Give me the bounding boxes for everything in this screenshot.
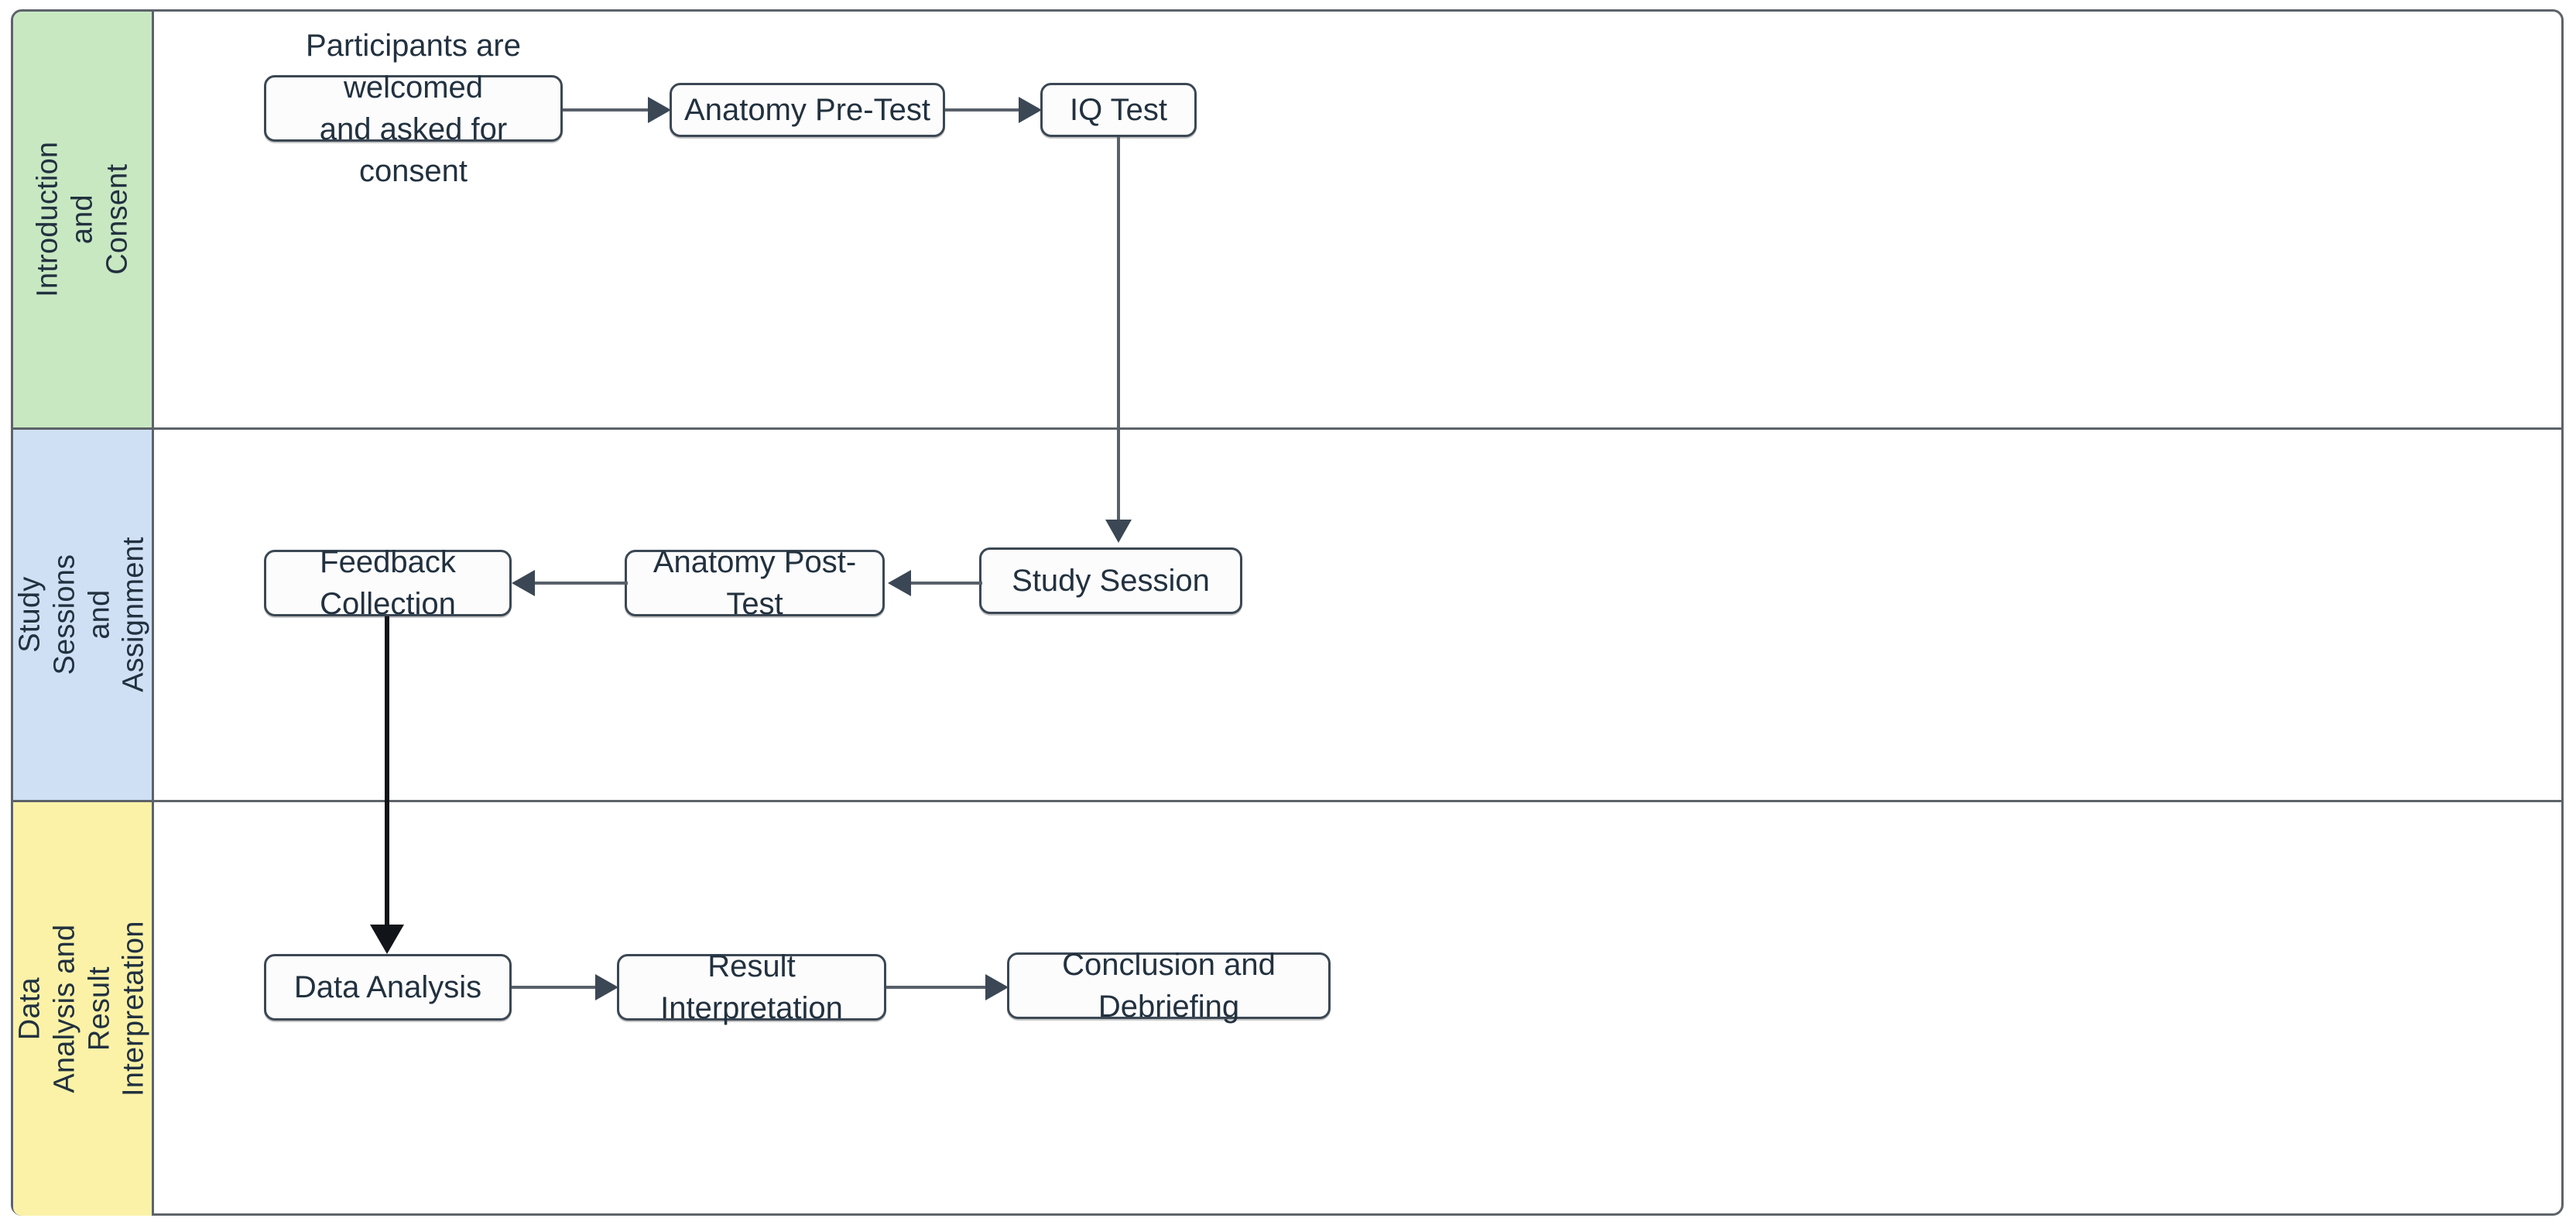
- node-anatomy-post-test[interactable]: Anatomy Post-Test: [625, 545, 885, 621]
- lane-introduction-and-consent: Introduction and Consent Participants ar…: [13, 12, 2561, 430]
- edge-line-interpretation-to-conclusion: [886, 986, 993, 989]
- lane-header-study-sessions-and-assignment: Study Sessions and Assignment: [13, 430, 154, 800]
- edge-line-iqtest-to-studysession-upper: [1117, 137, 1120, 430]
- lane-body-study-sessions-and-assignment: Feedback Collection Anatomy Post-Test St…: [154, 430, 2561, 802]
- lane-label-data-analysis-and-result-interpretation: Data Analysis and Result Interpretation: [13, 921, 151, 1097]
- node-study-session[interactable]: Study Session: [979, 547, 1242, 614]
- edge-line-feedback-to-analysis-lower: [385, 802, 389, 925]
- edge-line-studysession-to-posttest: [908, 582, 982, 585]
- edge-arrowhead-pretest-to-iqtest: [1019, 97, 1042, 123]
- node-result-interpretation[interactable]: Result Interpretation: [617, 949, 886, 1025]
- edge-line-analysis-to-interpretation: [512, 986, 603, 989]
- lane-header-introduction-and-consent: Introduction and Consent: [13, 12, 154, 427]
- node-iq-test[interactable]: IQ Test: [1040, 83, 1197, 137]
- lane-header-data-analysis-and-result-interpretation: Data Analysis and Result Interpretation: [13, 802, 154, 1216]
- node-conclusion-and-debriefing[interactable]: Conclusion and Debriefing: [1007, 948, 1331, 1024]
- lane-label-study-sessions-and-assignment: Study Sessions and Assignment: [13, 537, 151, 693]
- edge-line-welcome-to-pretest: [563, 108, 659, 112]
- edge-line-pretest-to-iqtest: [945, 108, 1030, 112]
- node-welcome-consent[interactable]: Participants are welcomed and asked for …: [264, 29, 563, 188]
- edge-line-feedback-to-analysis-upper: [385, 616, 389, 802]
- node-data-analysis[interactable]: Data Analysis: [264, 954, 512, 1021]
- edge-arrowhead-studysession-to-posttest: [888, 570, 911, 596]
- lane-data-analysis-and-result-interpretation: Data Analysis and Result Interpretation …: [13, 802, 2561, 1216]
- lane-body-introduction-and-consent: Participants are welcomed and asked for …: [154, 12, 2561, 430]
- lane-body-data-analysis-and-result-interpretation: Data Analysis Result Interpretation Conc…: [154, 802, 2561, 1216]
- edge-line-posttest-to-feedback: [533, 582, 628, 585]
- edge-arrowhead-iqtest-to-studysession: [1105, 520, 1132, 543]
- swimlane-pool: Introduction and Consent Participants ar…: [11, 9, 2564, 1216]
- edge-arrowhead-analysis-to-interpretation: [595, 974, 618, 1000]
- edge-arrowhead-welcome-to-pretest: [648, 97, 671, 123]
- lane-label-introduction-and-consent: Introduction and Consent: [31, 142, 133, 297]
- edge-arrowhead-posttest-to-feedback: [512, 570, 535, 596]
- edge-arrowhead-feedback-to-analysis: [370, 925, 404, 954]
- node-feedback-collection[interactable]: Feedback Collection: [264, 545, 512, 621]
- edge-arrowhead-interpretation-to-conclusion: [985, 974, 1009, 1000]
- edge-line-iqtest-to-studysession-lower: [1117, 430, 1120, 520]
- node-anatomy-pre-test[interactable]: Anatomy Pre-Test: [670, 83, 945, 137]
- lane-study-sessions-and-assignment: Study Sessions and Assignment Feedback C…: [13, 430, 2561, 802]
